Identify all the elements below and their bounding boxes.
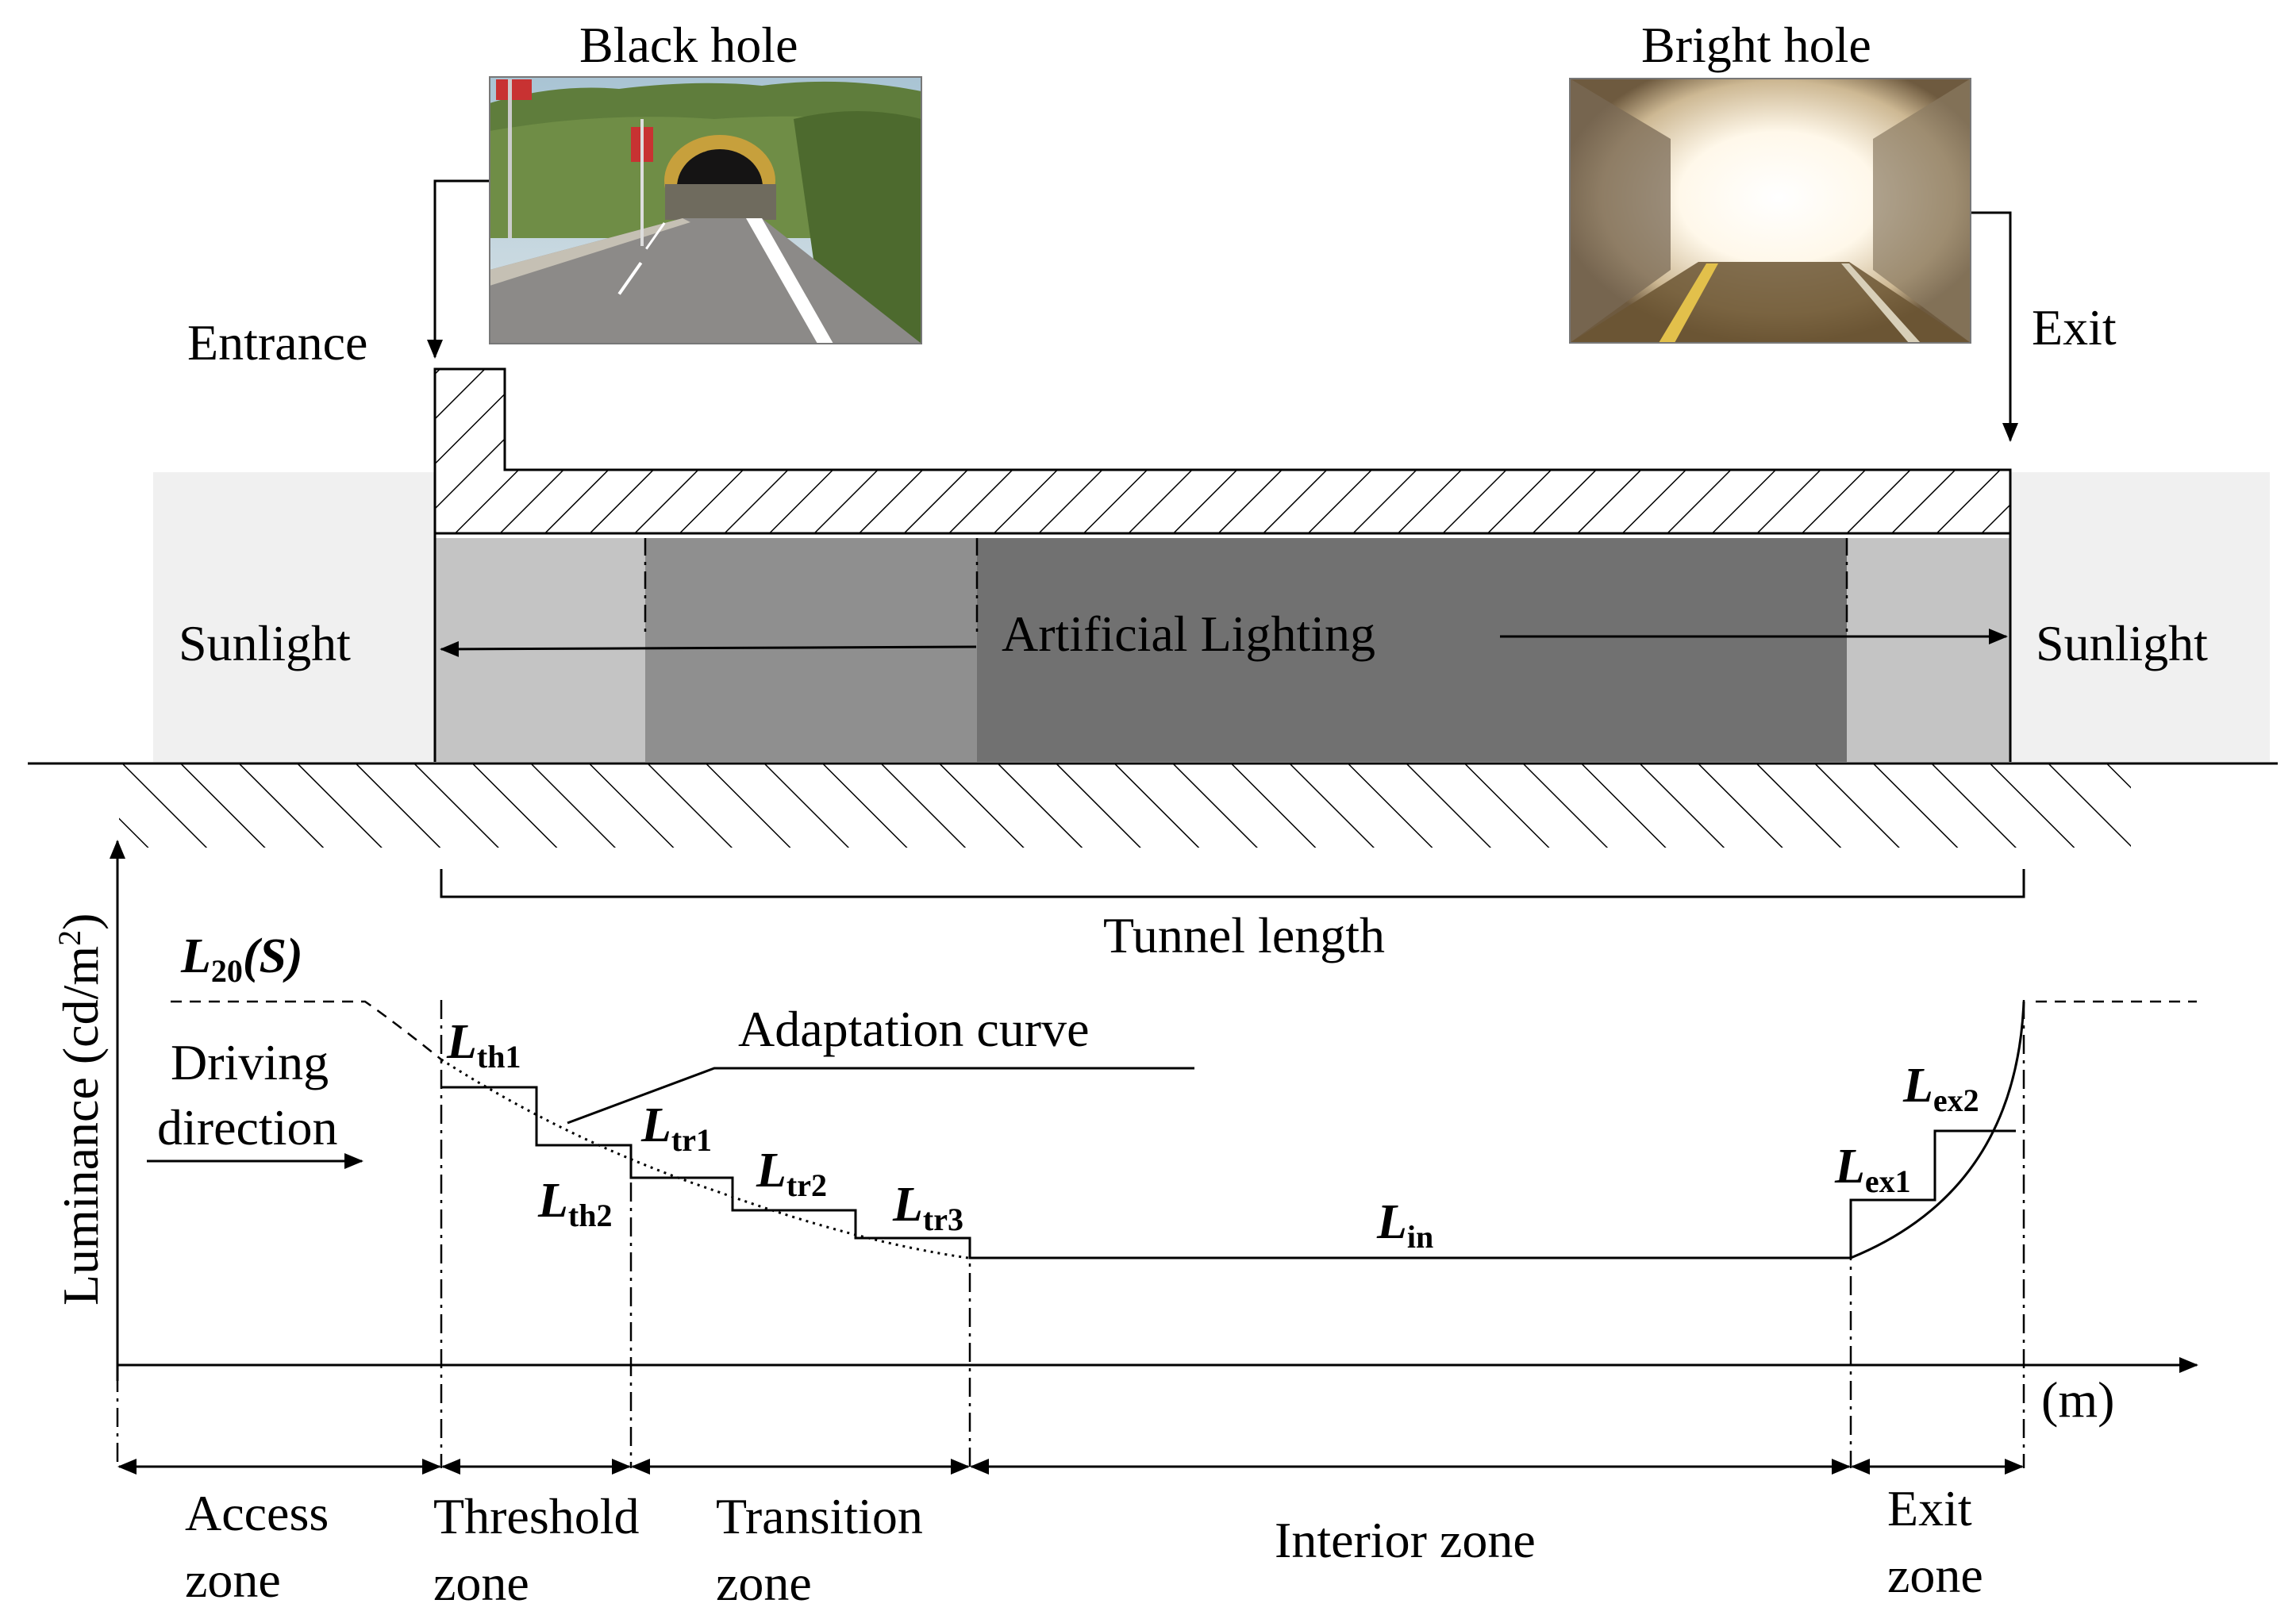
lighting-zone-transition [645,538,977,762]
threshold-zone-label-2: zone [433,1555,529,1611]
ltr1-symbol: Ltr1 [640,1098,712,1158]
bright-hole-photo: Bright hole [1569,17,1971,344]
interior-zone-label: Interior zone [1275,1512,1536,1568]
black-hole-title: Black hole [579,17,798,73]
l20-access-level [171,1000,442,1060]
lex2-symbol: Lex2 [1902,1059,1979,1118]
bright-hole-title: Bright hole [1641,17,1871,73]
l20-symbol: L20(S) [180,929,303,989]
lighting-zone-exit [1847,538,2010,762]
black-hole-photo: Black hole [489,17,922,344]
tunnel-length-label: Tunnel length [1103,907,1385,963]
y-axis-label: Luminance (cd/m2) [52,913,109,1306]
adaptation-curve [440,1058,969,1259]
ground-hatch [119,764,2131,848]
adaptation-curve-label: Adaptation curve [738,1001,1090,1057]
lth1-symbol: Lth1 [446,1015,521,1075]
exit-arrow [1971,211,2018,442]
lighting-zone-interior [977,538,1847,762]
sunlight-label-left: Sunlight [179,615,351,671]
sunlight-band-right [2010,472,2270,762]
luminance-steps-profile [441,1086,1851,1259]
access-zone-label-2: zone [185,1552,281,1608]
x-axis-unit: (m) [2041,1371,2114,1428]
transition-zone-label-1: Transition [716,1488,923,1544]
luminance-graph: Luminance (cd/m2) (m) Tunnel length Adap… [52,840,2198,1468]
threshold-zone-label-1: Threshold [433,1488,640,1544]
tunnel-exit-photo [1569,78,1971,344]
tunnel-lining-hatch [433,367,2012,535]
zone-dividers [644,538,1848,635]
zone-labels: Access zone Threshold zone Transition zo… [185,1480,1983,1611]
sunlight-band-left [153,472,435,762]
tunnel-entrance-photo [489,76,922,344]
driving-direction-label-1: Driving [171,1034,329,1090]
lighting-arrow-left [440,640,977,657]
exit-label: Exit [2032,299,2117,356]
exit-zone-label-1: Exit [1887,1480,1972,1536]
sunlight-label-right: Sunlight [2036,615,2208,671]
zone-guides [116,1000,2025,1468]
adaptation-curve-leader [567,1067,1194,1125]
access-zone-label-1: Access [185,1485,329,1541]
ltr3-symbol: Ltr3 [892,1178,963,1237]
exit-zone-label-2: zone [1887,1547,1983,1603]
artificial-lighting-label: Artificial Lighting [1002,606,1375,662]
lth2-symbol: Lth2 [537,1174,612,1233]
exit-luminance-profile [1849,1001,2025,1259]
driving-direction-label-2: direction [157,1099,337,1156]
ltr2-symbol: Ltr2 [756,1144,827,1203]
tunnel-length-bracket [440,869,2025,898]
entrance-label: Entrance [187,314,367,371]
lex1-symbol: Lex1 [1834,1140,1911,1199]
transition-zone-label-2: zone [716,1555,812,1611]
entrance-arrow [427,179,492,359]
lin-symbol: Lin [1376,1195,1433,1255]
tunnel-section: Sunlight Sunlight Artificial Lighting En… [28,179,2278,848]
